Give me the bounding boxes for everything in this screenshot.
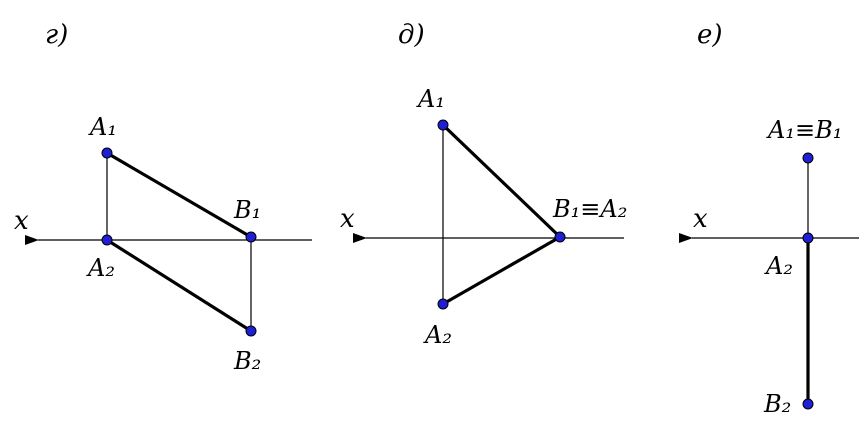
axis-label: x [340, 204, 355, 234]
label-a2: A₂ [764, 252, 793, 280]
panel-d: д) x A₁ B₁≡A₂ A₂ [340, 20, 627, 349]
segment-a1b1 [106, 151, 252, 239]
point-b2 [245, 325, 257, 337]
panel-title: г) [45, 20, 68, 50]
label-a2: A₂ [86, 254, 115, 282]
segment-a2b2 [442, 235, 561, 306]
panel-title: д) [398, 20, 425, 50]
segment-a2b2 [106, 238, 252, 333]
point-b2 [802, 398, 814, 410]
panel-e: е) x A₁≡B₁ A₂ B₂ [679, 20, 859, 418]
segment-a1b1 [441, 123, 562, 239]
label-b2: B₂ [233, 347, 261, 375]
panel-title: е) [697, 20, 723, 50]
point-a1 [101, 147, 113, 159]
label-a1: A₁ [416, 85, 445, 113]
label-a1-b1: A₁≡B₁ [766, 116, 842, 144]
point-a2 [802, 232, 814, 244]
point-a1 [437, 119, 449, 131]
label-b1: B₁ [233, 196, 261, 224]
label-b2: B₂ [763, 390, 791, 418]
panel-g: г) x A₁ B₁ A₂ B₂ [14, 20, 312, 375]
point-a1-b1 [802, 152, 814, 164]
point-b1-a2 [554, 231, 566, 243]
label-b1-a2: B₁≡A₂ [552, 195, 627, 223]
label-a1: A₁ [88, 113, 117, 141]
label-a2: A₂ [423, 321, 452, 349]
point-b1 [245, 231, 257, 243]
point-a2 [101, 234, 113, 246]
axis-label: x [693, 204, 708, 234]
axis-label: x [14, 206, 29, 236]
point-a2 [437, 298, 449, 310]
